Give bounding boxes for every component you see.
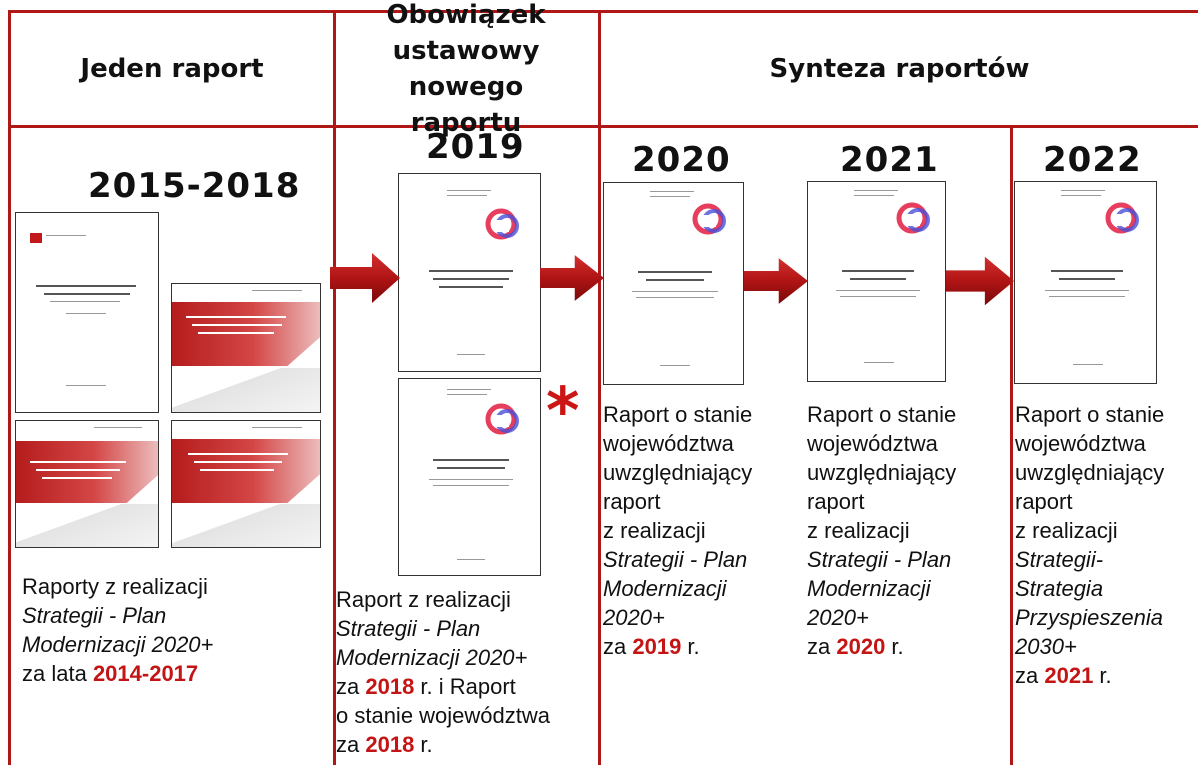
report-cover-2020 (603, 182, 744, 385)
report-cover-red-3 (171, 420, 321, 548)
arrow-right-icon-3 (744, 258, 808, 304)
year-2015-2018: 2015-2018 (88, 166, 301, 206)
header-divider (8, 125, 1198, 128)
swiety-logo-icon (485, 208, 519, 240)
arrow-right-icon-2 (540, 255, 604, 301)
swiety-logo-icon (896, 202, 930, 234)
report-cover-2022 (1014, 181, 1157, 384)
col-divider-3 (1010, 125, 1013, 765)
header-jeden-raport: Jeden raport (80, 54, 264, 84)
description-2020: Raport o stanie województwa uwzględniają… (807, 402, 957, 659)
left-border (8, 10, 11, 765)
report-cover-2019-strategy (398, 173, 541, 372)
header-obowiazek: Obowiązek ustawowy nowego raportu (386, 0, 546, 138)
top-border (8, 10, 1198, 13)
report-cover-white (15, 212, 159, 413)
report-cover-2019-state (398, 378, 541, 576)
header-synteza: Synteza raportów (769, 54, 1030, 84)
description-2021: Raport o stanie województwa uwzględniają… (1015, 402, 1165, 688)
swiety-logo-icon (485, 403, 519, 435)
asterisk-mark: * (546, 375, 580, 449)
year-2020: 2020 (632, 140, 731, 180)
report-cover-2021 (807, 181, 946, 382)
description-2019: Raport o stanie województwa uwzględniają… (603, 402, 753, 659)
report-cover-red-1 (171, 283, 321, 413)
swiety-logo-icon (1105, 202, 1139, 234)
year-2022: 2022 (1043, 140, 1142, 180)
arrow-right-icon-4 (946, 256, 1014, 306)
description-2014-2017: Raporty z realizacji Strategii - Plan Mo… (22, 574, 214, 686)
year-2021: 2021 (840, 140, 939, 180)
arrow-right-icon-1 (330, 253, 400, 303)
col-divider-1 (333, 10, 336, 765)
report-cover-red-2 (15, 420, 159, 548)
year-2019: 2019 (426, 127, 525, 167)
col-divider-2 (598, 10, 601, 765)
description-2018: Raport z realizacji Strategii - Plan Mod… (336, 587, 551, 757)
swiety-logo-icon (692, 203, 726, 235)
